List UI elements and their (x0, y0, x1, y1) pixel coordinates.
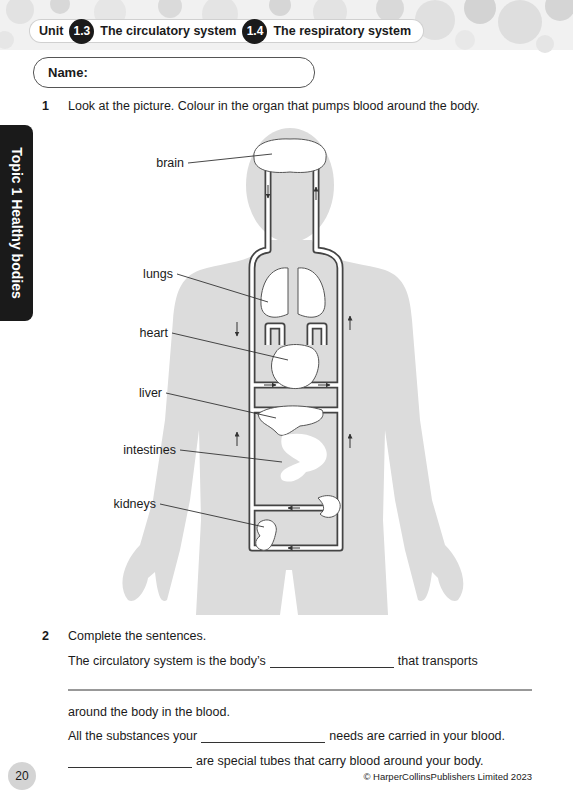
unit-number: 1.4 (242, 19, 267, 44)
drawing-part (252, 165, 340, 548)
blood-vessels (252, 165, 340, 548)
sentence-row: around the body in the blood. (68, 703, 230, 719)
drawing-part (268, 326, 282, 345)
drawing-part (180, 450, 282, 462)
drawing-part (268, 326, 282, 345)
drawing-part (350, 316, 351, 330)
question-number: 2 (42, 629, 49, 644)
name-box-text: Name: (48, 65, 88, 80)
drawing-part (350, 434, 351, 448)
drawing-part (264, 385, 276, 386)
sentence-text: are special tubes that carry blood aroun… (196, 754, 483, 768)
drawing-part (50, 0, 70, 14)
drawing-part (177, 274, 268, 302)
drawing-part (310, 326, 324, 345)
topic-tab: Topic 1 Healthy bodies (0, 125, 33, 321)
unit-number-text: 1.4 (247, 24, 264, 38)
body-silhouette (122, 240, 463, 615)
organs (254, 139, 340, 550)
unit-number-text: 1.3 (73, 24, 90, 38)
answer-blank (270, 655, 394, 668)
drawing-part (172, 333, 288, 360)
drawing-part (268, 185, 269, 198)
liver-organ (258, 406, 323, 435)
organ-label: heart (140, 326, 169, 341)
drawing-part (318, 385, 330, 386)
drawing-part (252, 165, 340, 548)
drawing-part (252, 165, 340, 548)
page-number-text: 20 (15, 769, 28, 783)
sentence-text: around the body in the blood. (68, 705, 230, 719)
drawing-part (0, 31, 14, 49)
sentence-text: needs are carried in your blood. (329, 729, 505, 743)
kidney-organ (256, 520, 277, 550)
lung-organ (261, 268, 288, 317)
drawing-part (455, 30, 475, 50)
sentence-text: that transports (398, 654, 478, 668)
drawing-part (464, 0, 496, 24)
organ-label: intestines (123, 443, 176, 458)
drawing-part (536, 35, 554, 53)
organ-label: liver (139, 386, 162, 401)
drawing-part (288, 508, 300, 509)
question-number: 1 (42, 99, 49, 114)
name-box: Name: (33, 57, 315, 88)
topic-tab-text: Topic 1 Healthy bodies (9, 147, 25, 298)
drawing-part (310, 326, 324, 345)
drawing-part (237, 432, 238, 446)
drawing-part (288, 548, 300, 549)
drawing-part (252, 165, 340, 548)
unit-number: 1.3 (69, 19, 94, 44)
leader-lines (160, 154, 288, 527)
header-band (0, 0, 573, 53)
drawing-part (188, 154, 272, 163)
kidney-organ (318, 496, 340, 518)
head (246, 128, 334, 242)
unit-header: Unit 1.3 The circulatory system 1.4 The resp… (30, 20, 423, 42)
organ-label: kidneys (114, 497, 156, 512)
drawing-part (6, 0, 34, 24)
drawing-part (269, 0, 291, 16)
answer-blank (201, 730, 325, 743)
intestines-organ (281, 434, 327, 482)
drawing-part (158, 0, 182, 18)
drawing-part (160, 504, 264, 527)
instruction-text: Look at the picture. Colour in the organ… (68, 99, 480, 114)
lung-organ (298, 268, 325, 317)
organ-label: lungs (143, 267, 173, 282)
copyright-note: © HarperCollinsPublishers Limited 2023 (363, 769, 532, 784)
drawing-part (316, 187, 317, 200)
sentence-text: All the substances your (68, 729, 197, 743)
organ-label: brain (156, 156, 184, 171)
unit-title: The respiratory system (273, 24, 411, 38)
sentence-row: are special tubes that carry blood aroun… (68, 752, 483, 768)
page-number: 20 (8, 762, 36, 790)
drawing-part (166, 393, 276, 418)
brain-organ (254, 139, 326, 173)
unit-title: The circulatory system (100, 24, 236, 38)
drawing-part (376, 0, 404, 22)
flow-arrows (237, 185, 350, 548)
drawing-part (545, 0, 573, 21)
sentence-row: The circulatory system is the body’s that… (68, 652, 478, 668)
sentence-row: All the substances your needs are carried… (68, 727, 505, 743)
answer-line (68, 690, 532, 691)
heart-organ (272, 345, 319, 389)
unit-word: Unit (39, 24, 63, 38)
answer-blank (68, 755, 192, 768)
drawing-part (498, 0, 542, 44)
sentence-text: The circulatory system is the body’s (68, 654, 266, 668)
instruction-text: Complete the sentences. (68, 629, 206, 644)
drawing-part (237, 322, 238, 336)
